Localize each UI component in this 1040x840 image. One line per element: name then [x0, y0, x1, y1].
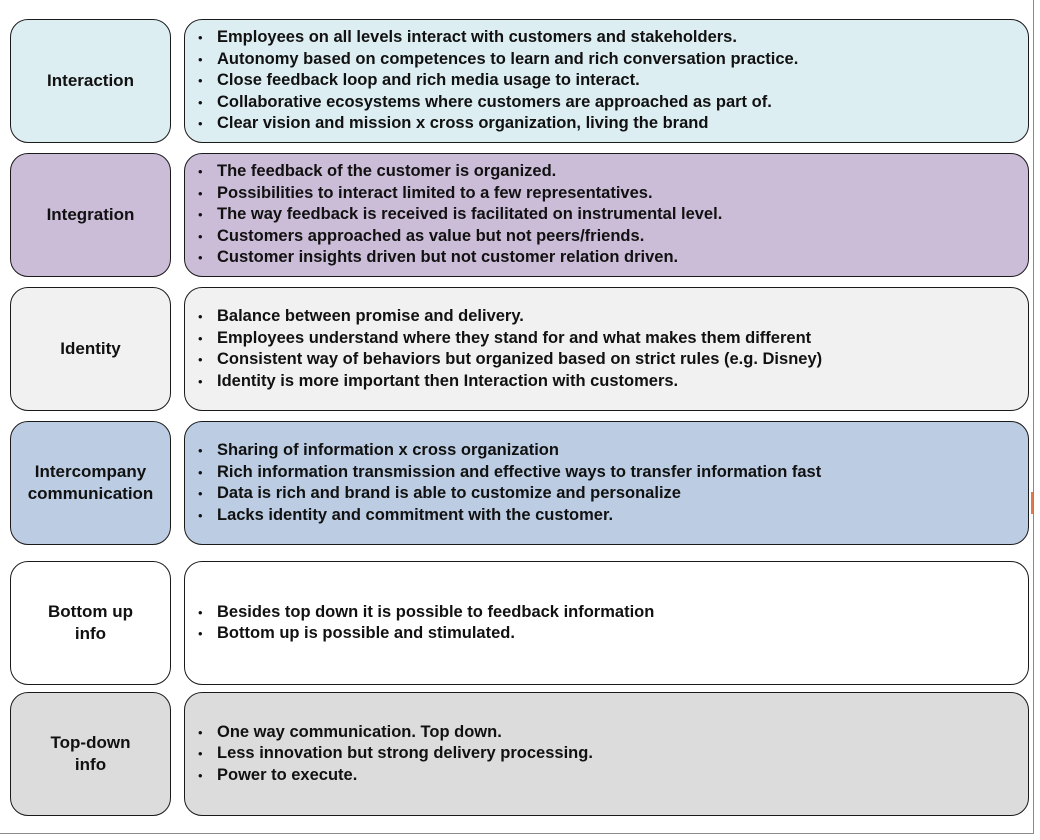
bullet-item: Rich information transmission and effect…	[197, 462, 821, 484]
row-content-box: The feedback of the customer is organize…	[184, 153, 1029, 277]
row-label-box: Intercompany communication	[10, 421, 171, 545]
bullet-list: Employees on all levels interact with cu…	[197, 27, 798, 135]
bullet-item: Less innovation but strong delivery proc…	[197, 743, 593, 765]
bullet-item: Employees understand where they stand fo…	[197, 328, 822, 350]
row-label: Bottom up info	[48, 602, 133, 643]
bullet-list: Sharing of information x cross organizat…	[197, 440, 821, 526]
row-label: Intercompany communication	[27, 462, 154, 503]
bullet-item: Collaborative ecosystems where customers…	[197, 92, 798, 114]
row-label-box: Interaction	[10, 19, 171, 143]
row-label-box: Identity	[10, 287, 171, 411]
row-content-box: Employees on all levels interact with cu…	[184, 19, 1029, 143]
bullet-item: Customer insights driven but not custome…	[197, 247, 722, 269]
bullet-item: Autonomy based on competences to learn a…	[197, 49, 798, 71]
row-label-box: Integration	[10, 153, 171, 277]
bullet-list: Besides top down it is possible to feedb…	[197, 602, 654, 645]
row-label-box: Bottom up info	[10, 561, 171, 685]
bullet-list: Balance between promise and delivery. Em…	[197, 306, 822, 392]
bullet-item: One way communication. Top down.	[197, 722, 593, 744]
bullet-item: The feedback of the customer is organize…	[197, 161, 722, 183]
bullet-item: Employees on all levels interact with cu…	[197, 27, 798, 49]
row-content-box: One way communication. Top down. Less in…	[184, 692, 1029, 816]
bullet-item: Close feedback loop and rich media usage…	[197, 70, 798, 92]
bullet-item: Customers approached as value but not pe…	[197, 226, 722, 248]
bullet-item: Balance between promise and delivery.	[197, 306, 822, 328]
bullet-item: The way feedback is received is facilita…	[197, 204, 722, 226]
bullet-item: Bottom up is possible and stimulated.	[197, 623, 654, 645]
row-label: Top-down info	[50, 733, 131, 774]
bullet-item: Identity is more important then Interact…	[197, 371, 822, 393]
row-label-box: Top-down info	[10, 692, 171, 816]
edge-mark	[1031, 492, 1033, 514]
bullet-list: One way communication. Top down. Less in…	[197, 722, 593, 787]
row-label: Integration	[46, 205, 135, 224]
bullet-item: Consistent way of behaviors but organize…	[197, 349, 822, 371]
row-content-box: Besides top down it is possible to feedb…	[184, 561, 1029, 685]
bullet-item: Possibilities to interact limited to a f…	[197, 183, 722, 205]
bullet-item: Sharing of information x cross organizat…	[197, 440, 821, 462]
bullet-item: Clear vision and mission x cross organiz…	[197, 113, 798, 135]
bullet-item: Data is rich and brand is able to custom…	[197, 483, 821, 505]
row-label: Identity	[60, 339, 121, 358]
row-content-box: Sharing of information x cross organizat…	[184, 421, 1029, 545]
bullet-list: The feedback of the customer is organize…	[197, 161, 722, 269]
row-content-box: Balance between promise and delivery. Em…	[184, 287, 1029, 411]
row-label: Interaction	[47, 71, 134, 90]
bullet-item: Lacks identity and commitment with the c…	[197, 505, 821, 527]
bullet-item: Power to execute.	[197, 765, 593, 787]
bullet-item: Besides top down it is possible to feedb…	[197, 602, 654, 624]
